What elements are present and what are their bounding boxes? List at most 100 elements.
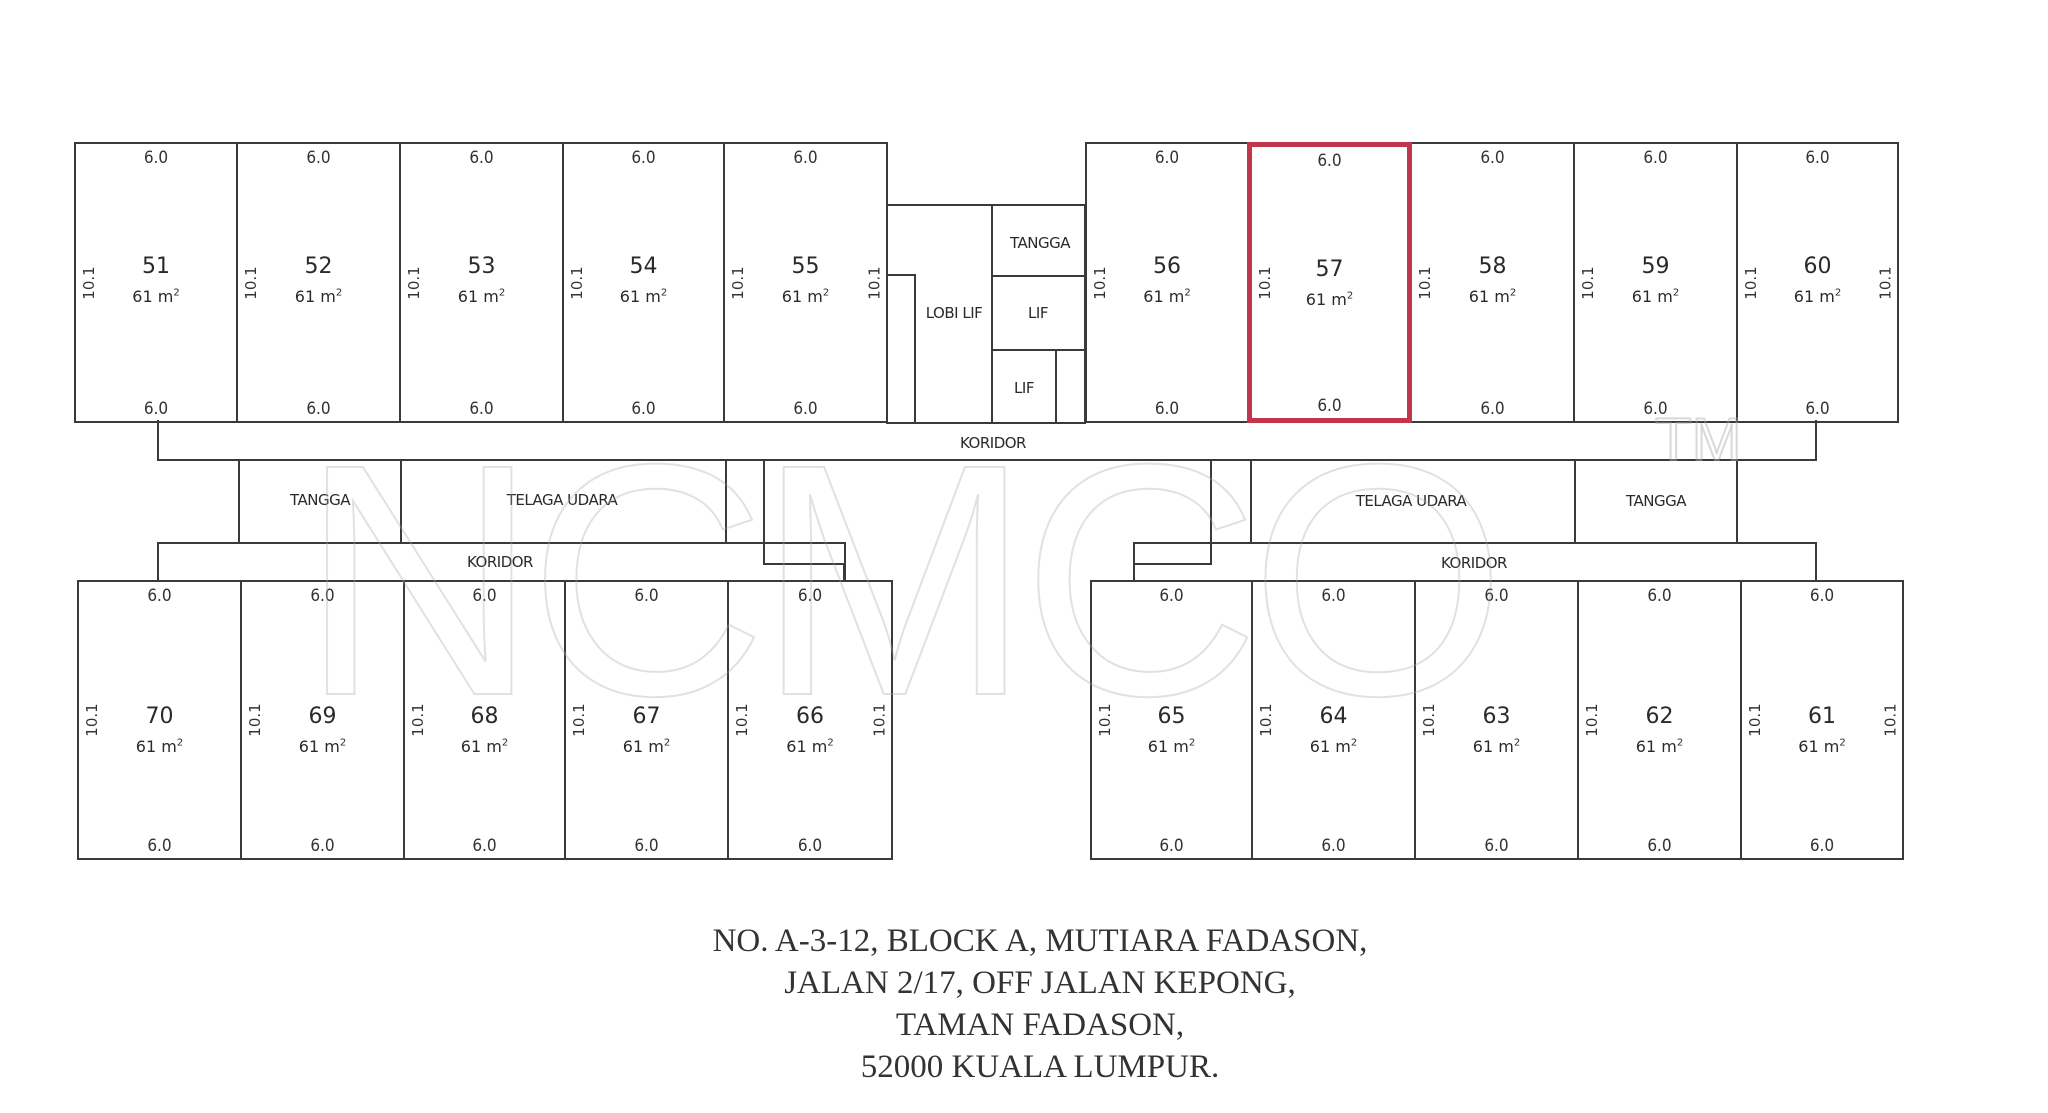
unit-number: 64	[1319, 704, 1348, 729]
center-wall-left-return	[763, 563, 845, 565]
lobby-label: LOBI LIF	[925, 304, 983, 322]
unit-width-top: 6.0	[1317, 151, 1342, 171]
unit-width-top: 6.0	[634, 586, 659, 606]
center-wall-right	[1210, 459, 1212, 565]
unit-number: 59	[1641, 254, 1670, 279]
right-stairs	[1574, 459, 1738, 544]
unit-area: 61 m2	[1793, 287, 1842, 306]
unit-area: 61 m2	[1147, 737, 1196, 756]
unit-width-top: 6.0	[306, 148, 331, 168]
unit-number: 61	[1808, 704, 1836, 729]
unit-width-top: 6.0	[631, 148, 656, 168]
unit-area: 61 m2	[619, 287, 668, 306]
unit-width-bottom: 6.0	[1809, 836, 1835, 856]
address-line-4: 52000 KUALA LUMPUR.	[860, 1049, 1220, 1085]
lower-corridor-left	[157, 542, 846, 582]
unit-width-top: 6.0	[793, 148, 818, 168]
address-line-2: JALAN 2/17, OFF JALAN KEPONG,	[784, 965, 1296, 1001]
unit-number: 51	[142, 254, 170, 279]
unit-area: 61 m2	[1631, 287, 1680, 306]
right-stairs-label: TANGGA	[1626, 492, 1687, 510]
unit-width-top: 6.0	[1154, 148, 1180, 168]
unit-width-top: 6.0	[1805, 148, 1830, 168]
lift-2-label: LIF	[1014, 379, 1034, 397]
unit-area: 61 m2	[1635, 737, 1684, 756]
unit-width-top: 6.0	[1480, 148, 1505, 168]
unit-width-bottom: 6.0	[147, 836, 172, 856]
unit-area: 61 m2	[457, 287, 506, 306]
unit-number: 52	[304, 254, 333, 279]
unit-width-top: 6.0	[147, 586, 172, 606]
unit-width-top: 6.0	[469, 148, 494, 168]
unit-width-bottom: 6.0	[1321, 836, 1346, 856]
unit-area: 61 m2	[1798, 737, 1846, 756]
center-wall-left	[763, 459, 765, 565]
unit-width-top: 6.0	[1159, 586, 1184, 606]
unit-width-bottom: 6.0	[1484, 836, 1509, 856]
unit-width-bottom: 6.0	[1317, 396, 1342, 416]
unit-width-top: 6.0	[310, 586, 335, 606]
left-stairs	[238, 459, 402, 544]
left-airwell	[400, 459, 727, 544]
address-line-3: TAMAN FADASON,	[895, 1007, 1185, 1043]
lift-shaft	[1055, 349, 1086, 424]
unit-number: 70	[145, 704, 174, 729]
unit-number: 62	[1645, 704, 1674, 729]
unit-width-top: 6.0	[797, 586, 823, 606]
lobby-inner-wall	[886, 274, 916, 424]
unit-number: 63	[1482, 704, 1511, 729]
unit-area: 61 m2	[1309, 737, 1358, 756]
unit-width-top: 6.0	[1484, 586, 1509, 606]
unit-area: 61 m2	[1305, 290, 1354, 309]
unit-number: 56	[1153, 254, 1181, 279]
unit-area: 61 m2	[1143, 287, 1191, 306]
unit-width-bottom: 6.0	[631, 399, 656, 419]
unit-area: 61 m2	[1472, 737, 1521, 756]
unit-number: 67	[632, 704, 661, 729]
unit-width-top: 6.0	[1809, 586, 1835, 606]
unit-width-bottom: 6.0	[469, 399, 494, 419]
address-line-1: NO. A-3-12, BLOCK A, MUTIARA FADASON,	[712, 923, 1368, 959]
unit-width-bottom: 6.0	[1480, 399, 1505, 419]
lower-corridor-right	[1133, 542, 1817, 582]
unit-width-top: 6.0	[1647, 586, 1672, 606]
unit-number: 57	[1315, 257, 1344, 282]
core-stairs-label: TANGGA	[1010, 234, 1071, 252]
unit-number: 69	[308, 704, 337, 729]
unit-area: 61 m2	[460, 737, 509, 756]
unit-width-bottom: 6.0	[306, 399, 331, 419]
address-block: NO. A-3-12, BLOCK A, MUTIARA FADASON, JA…	[0, 920, 2048, 1088]
unit-number: 54	[629, 254, 658, 279]
unit-area: 61 m2	[1468, 287, 1517, 306]
unit-number: 68	[470, 704, 499, 729]
unit-width-bottom: 6.0	[1159, 836, 1184, 856]
unit-width-bottom: 6.0	[634, 836, 659, 856]
upper-corridor	[157, 420, 1817, 461]
unit-width-bottom: 6.0	[472, 836, 497, 856]
unit-width-bottom: 6.0	[143, 399, 169, 419]
right-airwell-label: TELAGA UDARA	[1355, 492, 1467, 510]
unit-width-top: 6.0	[1643, 148, 1668, 168]
left-airwell-label: TELAGA UDARA	[506, 491, 618, 509]
unit-area: 61 m2	[622, 737, 671, 756]
